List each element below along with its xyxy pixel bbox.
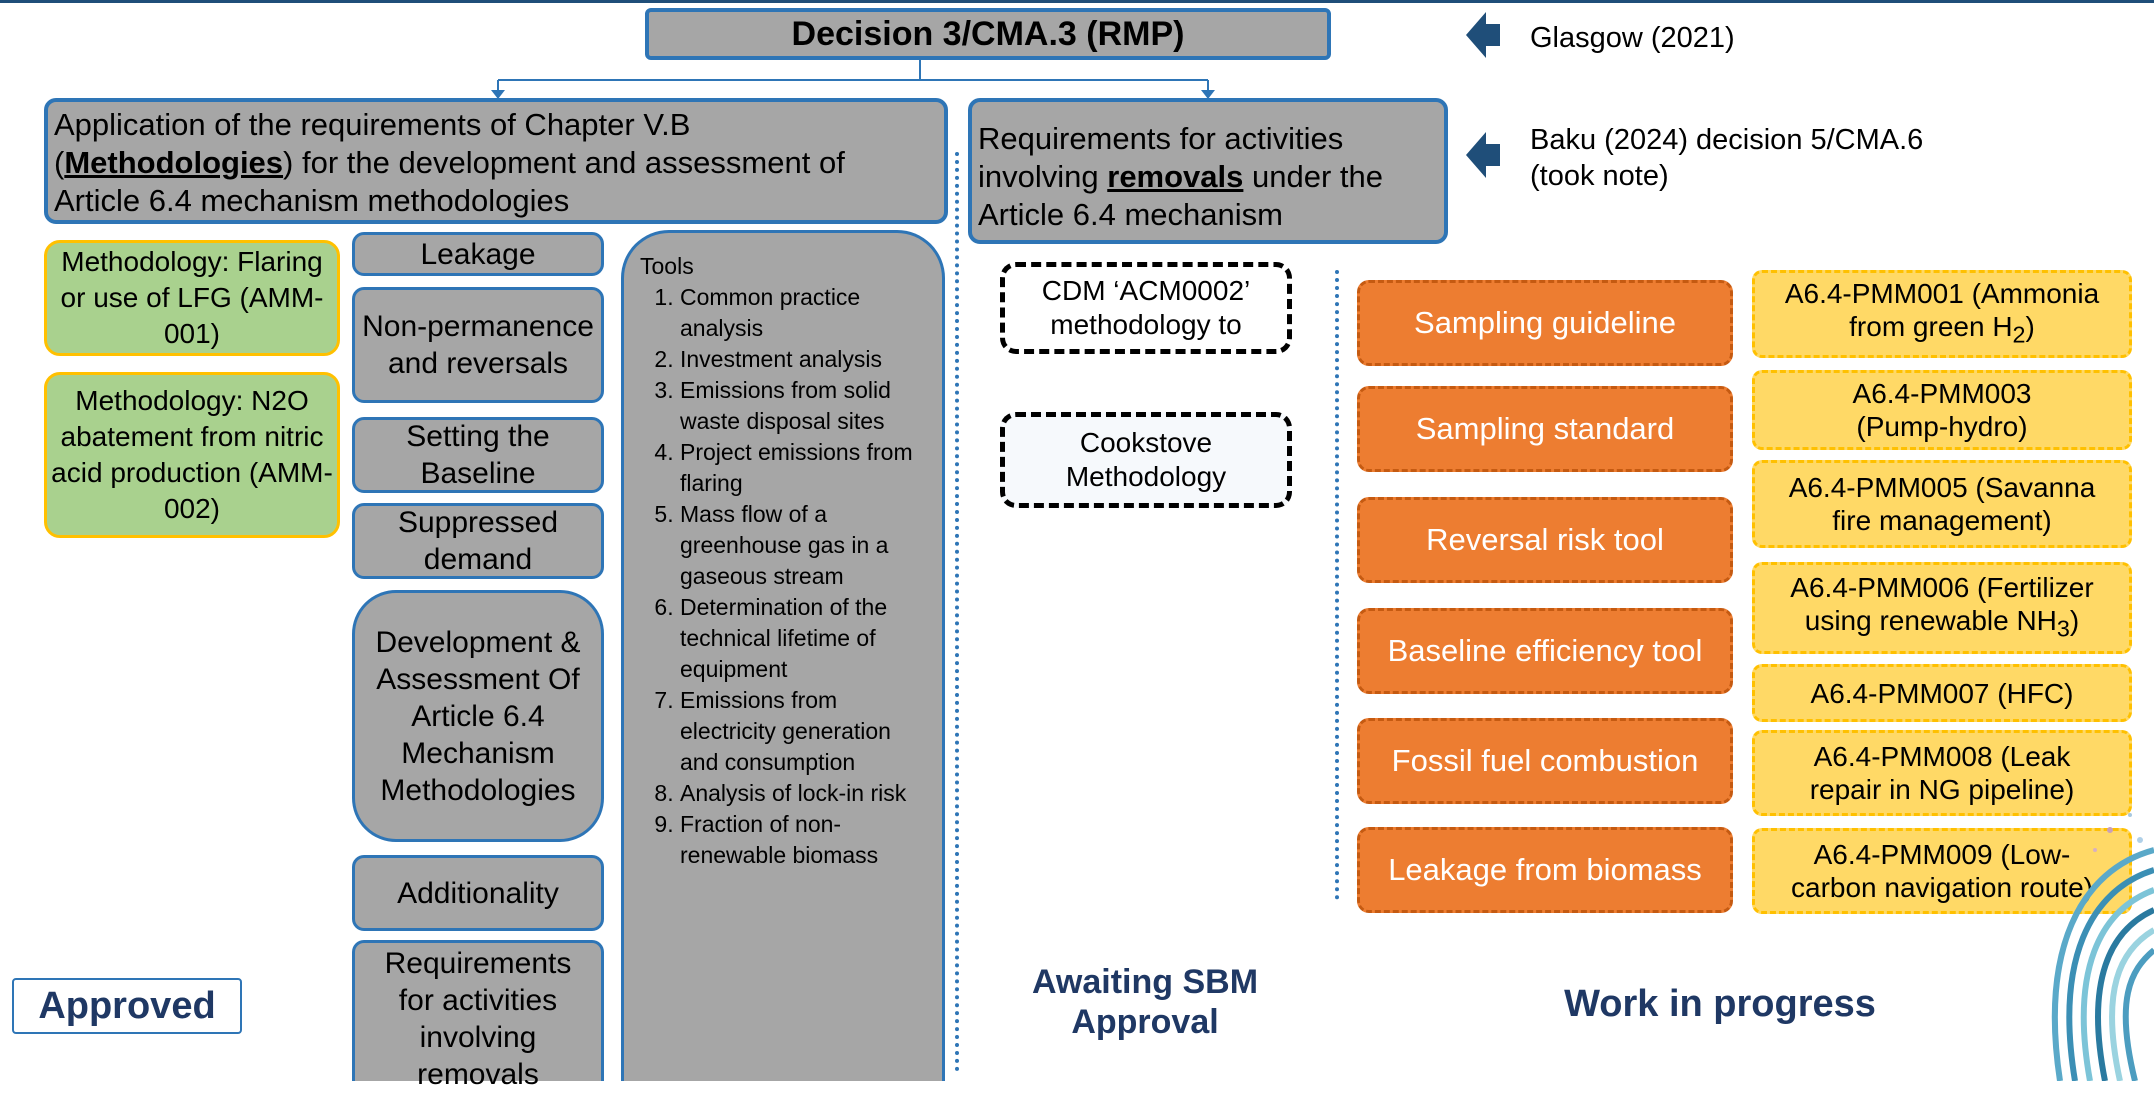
methodology-application-box: Application of the requirements of Chapt… bbox=[44, 98, 948, 224]
standard-item: Development & Assessment Of Article 6.4 … bbox=[352, 590, 604, 842]
awaiting-methodology-card: Cookstove Methodology bbox=[1000, 412, 1292, 508]
glasgow-note: Glasgow (2021) bbox=[1530, 22, 1735, 54]
line2-post: ) bbox=[2069, 604, 2080, 636]
baku-note-line1: Baku (2024) decision 5/CMA.6 bbox=[1530, 124, 1924, 156]
wip-label: Work in progress bbox=[1564, 983, 1876, 1025]
wip-methodology-line2: (Pump-hydro) bbox=[1856, 411, 2028, 442]
wip-methodology-line2: repair in NG pipeline) bbox=[1809, 774, 2075, 805]
removals-requirements-box: Requirements for activities involving re… bbox=[968, 98, 1448, 244]
wip-methodology-line2: from green H2) bbox=[1849, 310, 2035, 352]
separator-line bbox=[955, 152, 959, 1072]
line2-text: from green H bbox=[1849, 310, 2013, 342]
wip-tool-card: Leakage from biomass bbox=[1357, 827, 1733, 913]
wip-methodology-card: A6.4-PMM001 (Ammonia from green H2) bbox=[1752, 270, 2132, 358]
wip-methodology-line1: A6.4-PMM006 (Fertilizer bbox=[1790, 571, 2094, 603]
decision-title-box: Decision 3/CMA.3 (RMP) bbox=[645, 8, 1331, 60]
tool-item: Analysis of lock-in risk bbox=[680, 778, 932, 809]
tool-item: Mass flow of a greenhouse gas in a gaseo… bbox=[680, 499, 932, 592]
wip-methodology-card: A6.4-PMM003 (Pump-hydro) bbox=[1752, 370, 2132, 450]
baku-note-line2: (took note) bbox=[1530, 160, 1669, 192]
wip-methodology-line1: A6.4-PMM005 (Savanna bbox=[1788, 472, 2096, 503]
top-border-line bbox=[0, 0, 2154, 3]
awaiting-methodology-card: CDM ‘ACM0002’ methodology to bbox=[1000, 262, 1292, 354]
decision-title: Decision 3/CMA.3 (RMP) bbox=[791, 14, 1185, 53]
approved-label: Approved bbox=[12, 978, 242, 1034]
methodologies-word: Methodologies bbox=[64, 145, 284, 180]
tools-box: Tools Common practice analysis Investmen… bbox=[621, 230, 945, 1081]
wip-methodology-line2: carbon navigation route) bbox=[1791, 872, 2093, 903]
methodology-app-line3: Article 6.4 mechanism methodologies bbox=[54, 183, 570, 218]
decorative-swirl-icon bbox=[2051, 813, 2154, 1081]
tools-title: Tools bbox=[640, 253, 694, 279]
subscript: 2 bbox=[2012, 321, 2026, 348]
standard-item: Suppressed demand bbox=[352, 503, 604, 579]
tool-item: Investment analysis bbox=[680, 344, 932, 375]
baku-arrow-icon bbox=[1466, 132, 1500, 178]
glasgow-arrow-icon bbox=[1466, 12, 1500, 58]
tool-item: Project emissions from flaring bbox=[680, 437, 932, 499]
removals-line2-pre: involving bbox=[978, 159, 1108, 194]
standard-item: Additionality bbox=[352, 855, 604, 931]
wip-tool-card: Sampling standard bbox=[1357, 386, 1733, 472]
line2-post: ) bbox=[2025, 310, 2035, 342]
wip-methodology-line1: A6.4-PMM007 (HFC) bbox=[1810, 677, 2074, 709]
line2-text: using renewable NH bbox=[1804, 604, 2057, 636]
wip-methodology-card: A6.4-PMM006 (Fertilizer using renewable … bbox=[1752, 562, 2132, 654]
wip-methodology-line1: A6.4-PMM008 (Leak bbox=[1813, 741, 2071, 772]
removals-line1: Requirements for activities bbox=[978, 121, 1344, 156]
removals-line2-post: under the bbox=[1243, 159, 1383, 194]
wip-tool-card: Baseline efficiency tool bbox=[1357, 608, 1733, 694]
open-paren: ( bbox=[54, 145, 65, 180]
subscript: 3 bbox=[2056, 615, 2070, 642]
wip-methodology-card: A6.4-PMM005 (Savanna fire management) bbox=[1752, 460, 2132, 548]
tool-item: Emissions from solid waste disposal site… bbox=[680, 375, 932, 437]
tool-item: Common practice analysis bbox=[680, 282, 932, 344]
standard-item: Requirements for activities involving re… bbox=[352, 940, 604, 1091]
wip-tool-card: Sampling guideline bbox=[1357, 280, 1733, 366]
methodology-app-line2: (Methodologies) for the development and … bbox=[54, 144, 938, 182]
awaiting-label: Awaiting SBM Approval bbox=[1031, 963, 1259, 1041]
wip-tool-card: Fossil fuel combustion bbox=[1357, 718, 1733, 804]
tool-item: Determination of the technical lifetime … bbox=[680, 592, 932, 685]
tool-item: Emissions from electricity generation an… bbox=[680, 685, 932, 778]
wip-methodology-line2: using renewable NH3) bbox=[1805, 604, 2079, 646]
removals-line3: Article 6.4 mechanism bbox=[978, 197, 1283, 232]
separator-line bbox=[1335, 270, 1339, 900]
baku-note: Baku (2024) decision 5/CMA.6 (took note) bbox=[1530, 122, 2090, 194]
approved-methodology-card: Methodology: N2O abatement from nitric a… bbox=[44, 372, 340, 538]
wip-methodology-line1: A6.4-PMM009 (Low- bbox=[1813, 839, 2071, 870]
standard-item: Leakage bbox=[352, 232, 604, 276]
standard-item: Non-permanence and reversals bbox=[352, 287, 604, 403]
wip-methodology-card: A6.4-PMM008 (Leak repair in NG pipeline) bbox=[1752, 730, 2132, 816]
removals-line2: involving removals under the bbox=[978, 158, 1438, 196]
wip-methodology-line2: fire management) bbox=[1832, 505, 2052, 536]
wip-methodology-line1: A6.4-PMM001 (Ammonia bbox=[1784, 277, 2100, 309]
approved-methodology-card: Methodology: Flaring or use of LFG (AMM-… bbox=[44, 240, 340, 356]
wip-methodology-line1: A6.4-PMM003 bbox=[1852, 378, 2032, 409]
standard-item: Setting the Baseline bbox=[352, 417, 604, 493]
removals-word: removals bbox=[1107, 159, 1244, 194]
wip-methodology-card: A6.4-PMM009 (Low- carbon navigation rout… bbox=[1752, 828, 2132, 914]
wip-tool-card: Reversal risk tool bbox=[1357, 497, 1733, 583]
methodology-app-line1: Application of the requirements of Chapt… bbox=[54, 107, 691, 142]
tool-item: Fraction of non-renewable biomass bbox=[680, 809, 932, 871]
methodology-app-line2-rest: ) for the development and assessment of bbox=[283, 145, 845, 180]
tools-list: Common practice analysis Investment anal… bbox=[640, 282, 932, 871]
wip-methodology-card: A6.4-PMM007 (HFC) bbox=[1752, 664, 2132, 722]
